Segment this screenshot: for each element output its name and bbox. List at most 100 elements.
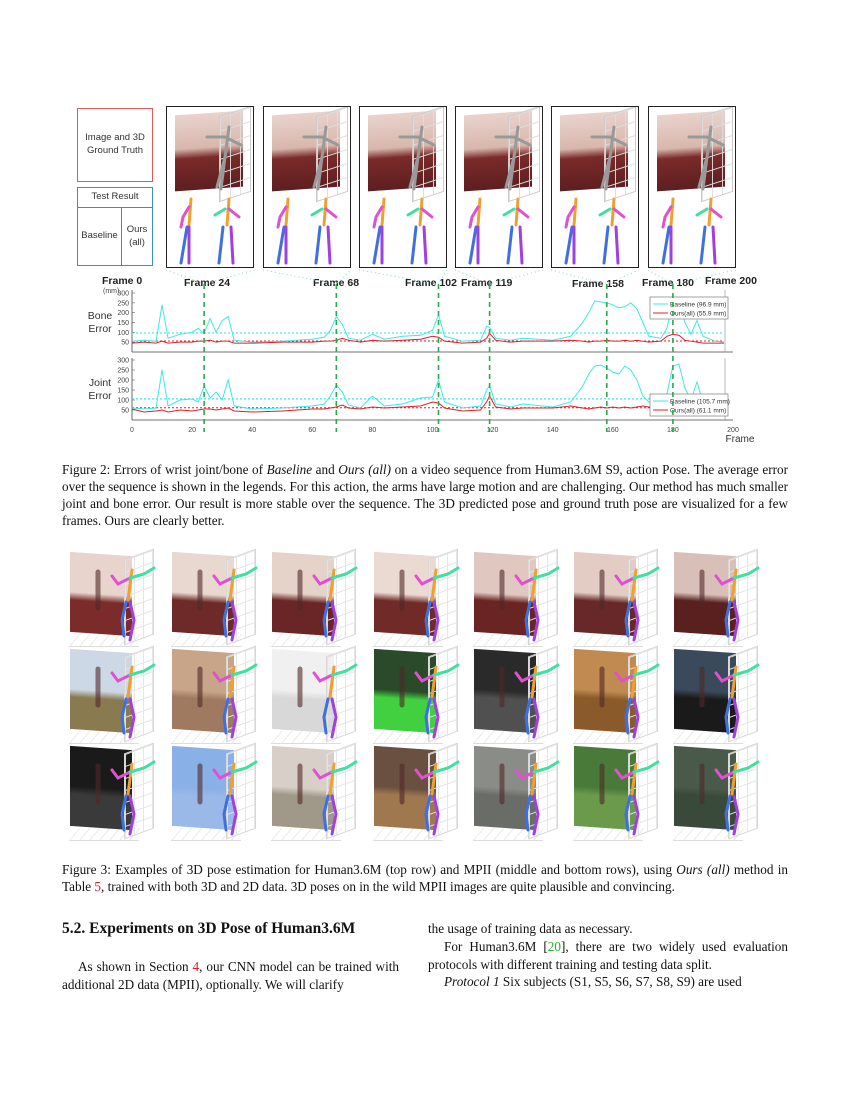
bone-error-label: Bone Error xyxy=(87,310,113,336)
predicted-skeleton xyxy=(499,663,560,739)
pose-example-mpii-3-1 xyxy=(68,742,160,842)
svg-text:300: 300 xyxy=(117,291,129,298)
predicted-skeleton xyxy=(599,566,660,642)
joint-error-label: Joint Error xyxy=(88,377,112,403)
svg-text:0: 0 xyxy=(130,427,134,434)
predicted-skeleton xyxy=(399,566,460,642)
pose-example-mpii-3-7 xyxy=(672,742,764,842)
svg-text:50: 50 xyxy=(121,340,129,347)
predicted-skeleton xyxy=(297,760,358,836)
predicted-skeleton xyxy=(699,663,760,739)
predicted-skeleton xyxy=(95,760,156,836)
predicted-skeleton xyxy=(399,663,460,739)
svg-text:100: 100 xyxy=(117,398,129,405)
frame-label-200: Frame 200 xyxy=(705,275,757,287)
predicted-skeleton xyxy=(297,663,358,739)
svg-text:Baseline (105.7 mm): Baseline (105.7 mm) xyxy=(670,399,730,406)
right-col-p1: the usage of training data as necessary. xyxy=(428,921,633,936)
legend-image-gt-text: Image and 3D Ground Truth xyxy=(85,132,145,156)
pose-example-human36m-1-6 xyxy=(572,548,664,648)
svg-text:160: 160 xyxy=(607,427,619,434)
table-ref-link[interactable]: 5 xyxy=(94,879,101,894)
frame-label-24: Frame 24 xyxy=(184,277,231,289)
svg-text:80: 80 xyxy=(369,427,377,434)
predicted-skeleton xyxy=(95,566,156,642)
pose-example-mpii-2-2 xyxy=(170,645,262,745)
svg-text:60: 60 xyxy=(308,427,316,434)
frame-label-158: Frame 158 xyxy=(572,278,624,290)
svg-text:Baseline (96.9 mm): Baseline (96.9 mm) xyxy=(670,302,726,309)
skeleton-drawings xyxy=(276,125,340,265)
svg-text:200: 200 xyxy=(117,378,129,385)
predicted-skeleton xyxy=(599,760,660,836)
pose-example-mpii-3-2 xyxy=(170,742,262,842)
pose-example-mpii-2-1 xyxy=(68,645,160,745)
legend-test-result: Test Result xyxy=(77,187,153,207)
svg-text:150: 150 xyxy=(117,320,129,327)
frame-label-0: Frame 0 xyxy=(102,275,143,287)
pose-example-mpii-2-5 xyxy=(472,645,564,745)
pose-panel-frame-119 xyxy=(455,106,543,268)
pose-example-mpii-3-4 xyxy=(372,742,464,842)
frame-label-102: Frame 102 xyxy=(405,277,457,289)
pose-example-mpii-3-3 xyxy=(270,742,362,842)
frame-label-68: Frame 68 xyxy=(313,277,360,289)
figure-3-caption: Figure 3: Examples of 3D pose estimation… xyxy=(62,862,788,894)
pose-example-mpii-2-4 xyxy=(372,645,464,745)
predicted-skeleton xyxy=(699,566,760,642)
svg-text:40: 40 xyxy=(248,427,256,434)
figure-2-caption: Figure 2: Errors of wrist joint/bone of … xyxy=(62,462,788,528)
pose-example-mpii-2-6 xyxy=(572,645,664,745)
frame-label-180: Frame 180 xyxy=(642,277,694,289)
pose-example-mpii-2-3 xyxy=(270,645,362,745)
right-col-p3: Protocol 1 Six subjects (S1, S5, S6, S7,… xyxy=(444,974,742,989)
svg-text:150: 150 xyxy=(117,388,129,395)
frame-label-119: Frame 119 xyxy=(461,277,513,289)
x-axis-label: Frame xyxy=(725,434,755,445)
skeleton-drawings xyxy=(564,125,628,265)
pose-example-human36m-1-2 xyxy=(170,548,262,648)
pose-panel-frame-102 xyxy=(359,106,447,268)
svg-text:200: 200 xyxy=(727,427,739,434)
skeleton-drawings xyxy=(179,125,243,265)
pose-example-mpii-3-5 xyxy=(472,742,564,842)
pose-example-human36m-1-3 xyxy=(270,548,362,648)
svg-text:250: 250 xyxy=(117,300,129,307)
legend-baseline-text: Baseline xyxy=(81,230,118,242)
svg-text:120: 120 xyxy=(487,427,499,434)
svg-text:300: 300 xyxy=(117,358,129,365)
skeleton-drawings xyxy=(468,125,532,265)
predicted-skeleton xyxy=(499,760,560,836)
svg-text:100: 100 xyxy=(427,427,439,434)
pose-example-mpii-3-6 xyxy=(572,742,664,842)
pose-example-human36m-1-4 xyxy=(372,548,464,648)
section-ref-link[interactable]: 4 xyxy=(192,959,200,974)
predicted-skeleton xyxy=(197,663,258,739)
left-column-text: As shown in Section 4, our CNN model can… xyxy=(62,959,399,992)
svg-text:20: 20 xyxy=(188,427,196,434)
citation-link[interactable]: 20 xyxy=(547,939,561,954)
svg-text:50: 50 xyxy=(121,408,129,415)
svg-text:Ours(all) (61.1 mm): Ours(all) (61.1 mm) xyxy=(670,408,726,415)
predicted-skeleton xyxy=(399,760,460,836)
predicted-skeleton xyxy=(599,663,660,739)
pose-panel-frame-68 xyxy=(263,106,351,268)
pose-example-human36m-1-1 xyxy=(68,548,160,648)
predicted-skeleton xyxy=(197,566,258,642)
svg-text:100: 100 xyxy=(117,330,129,337)
predicted-skeleton xyxy=(297,566,358,642)
predicted-skeleton xyxy=(197,760,258,836)
right-col-p2: For Human3.6M [20], there are two widely… xyxy=(428,939,788,972)
pose-example-mpii-2-7 xyxy=(672,645,764,745)
svg-text:200: 200 xyxy=(117,310,129,317)
skeleton-drawings xyxy=(372,125,436,265)
legend-image-ground-truth: Image and 3D Ground Truth xyxy=(77,108,153,182)
legend-ours-text: Ours (all) xyxy=(126,223,148,248)
legend-test-result-text: Test Result xyxy=(91,191,139,203)
predicted-skeleton xyxy=(699,760,760,836)
section-title: 5.2. Experiments on 3D Pose of Human3.6M xyxy=(62,920,356,937)
pose-panel-frame-158 xyxy=(551,106,639,268)
unit-label: (mm) xyxy=(103,288,120,295)
pose-example-human36m-1-5 xyxy=(472,548,564,648)
